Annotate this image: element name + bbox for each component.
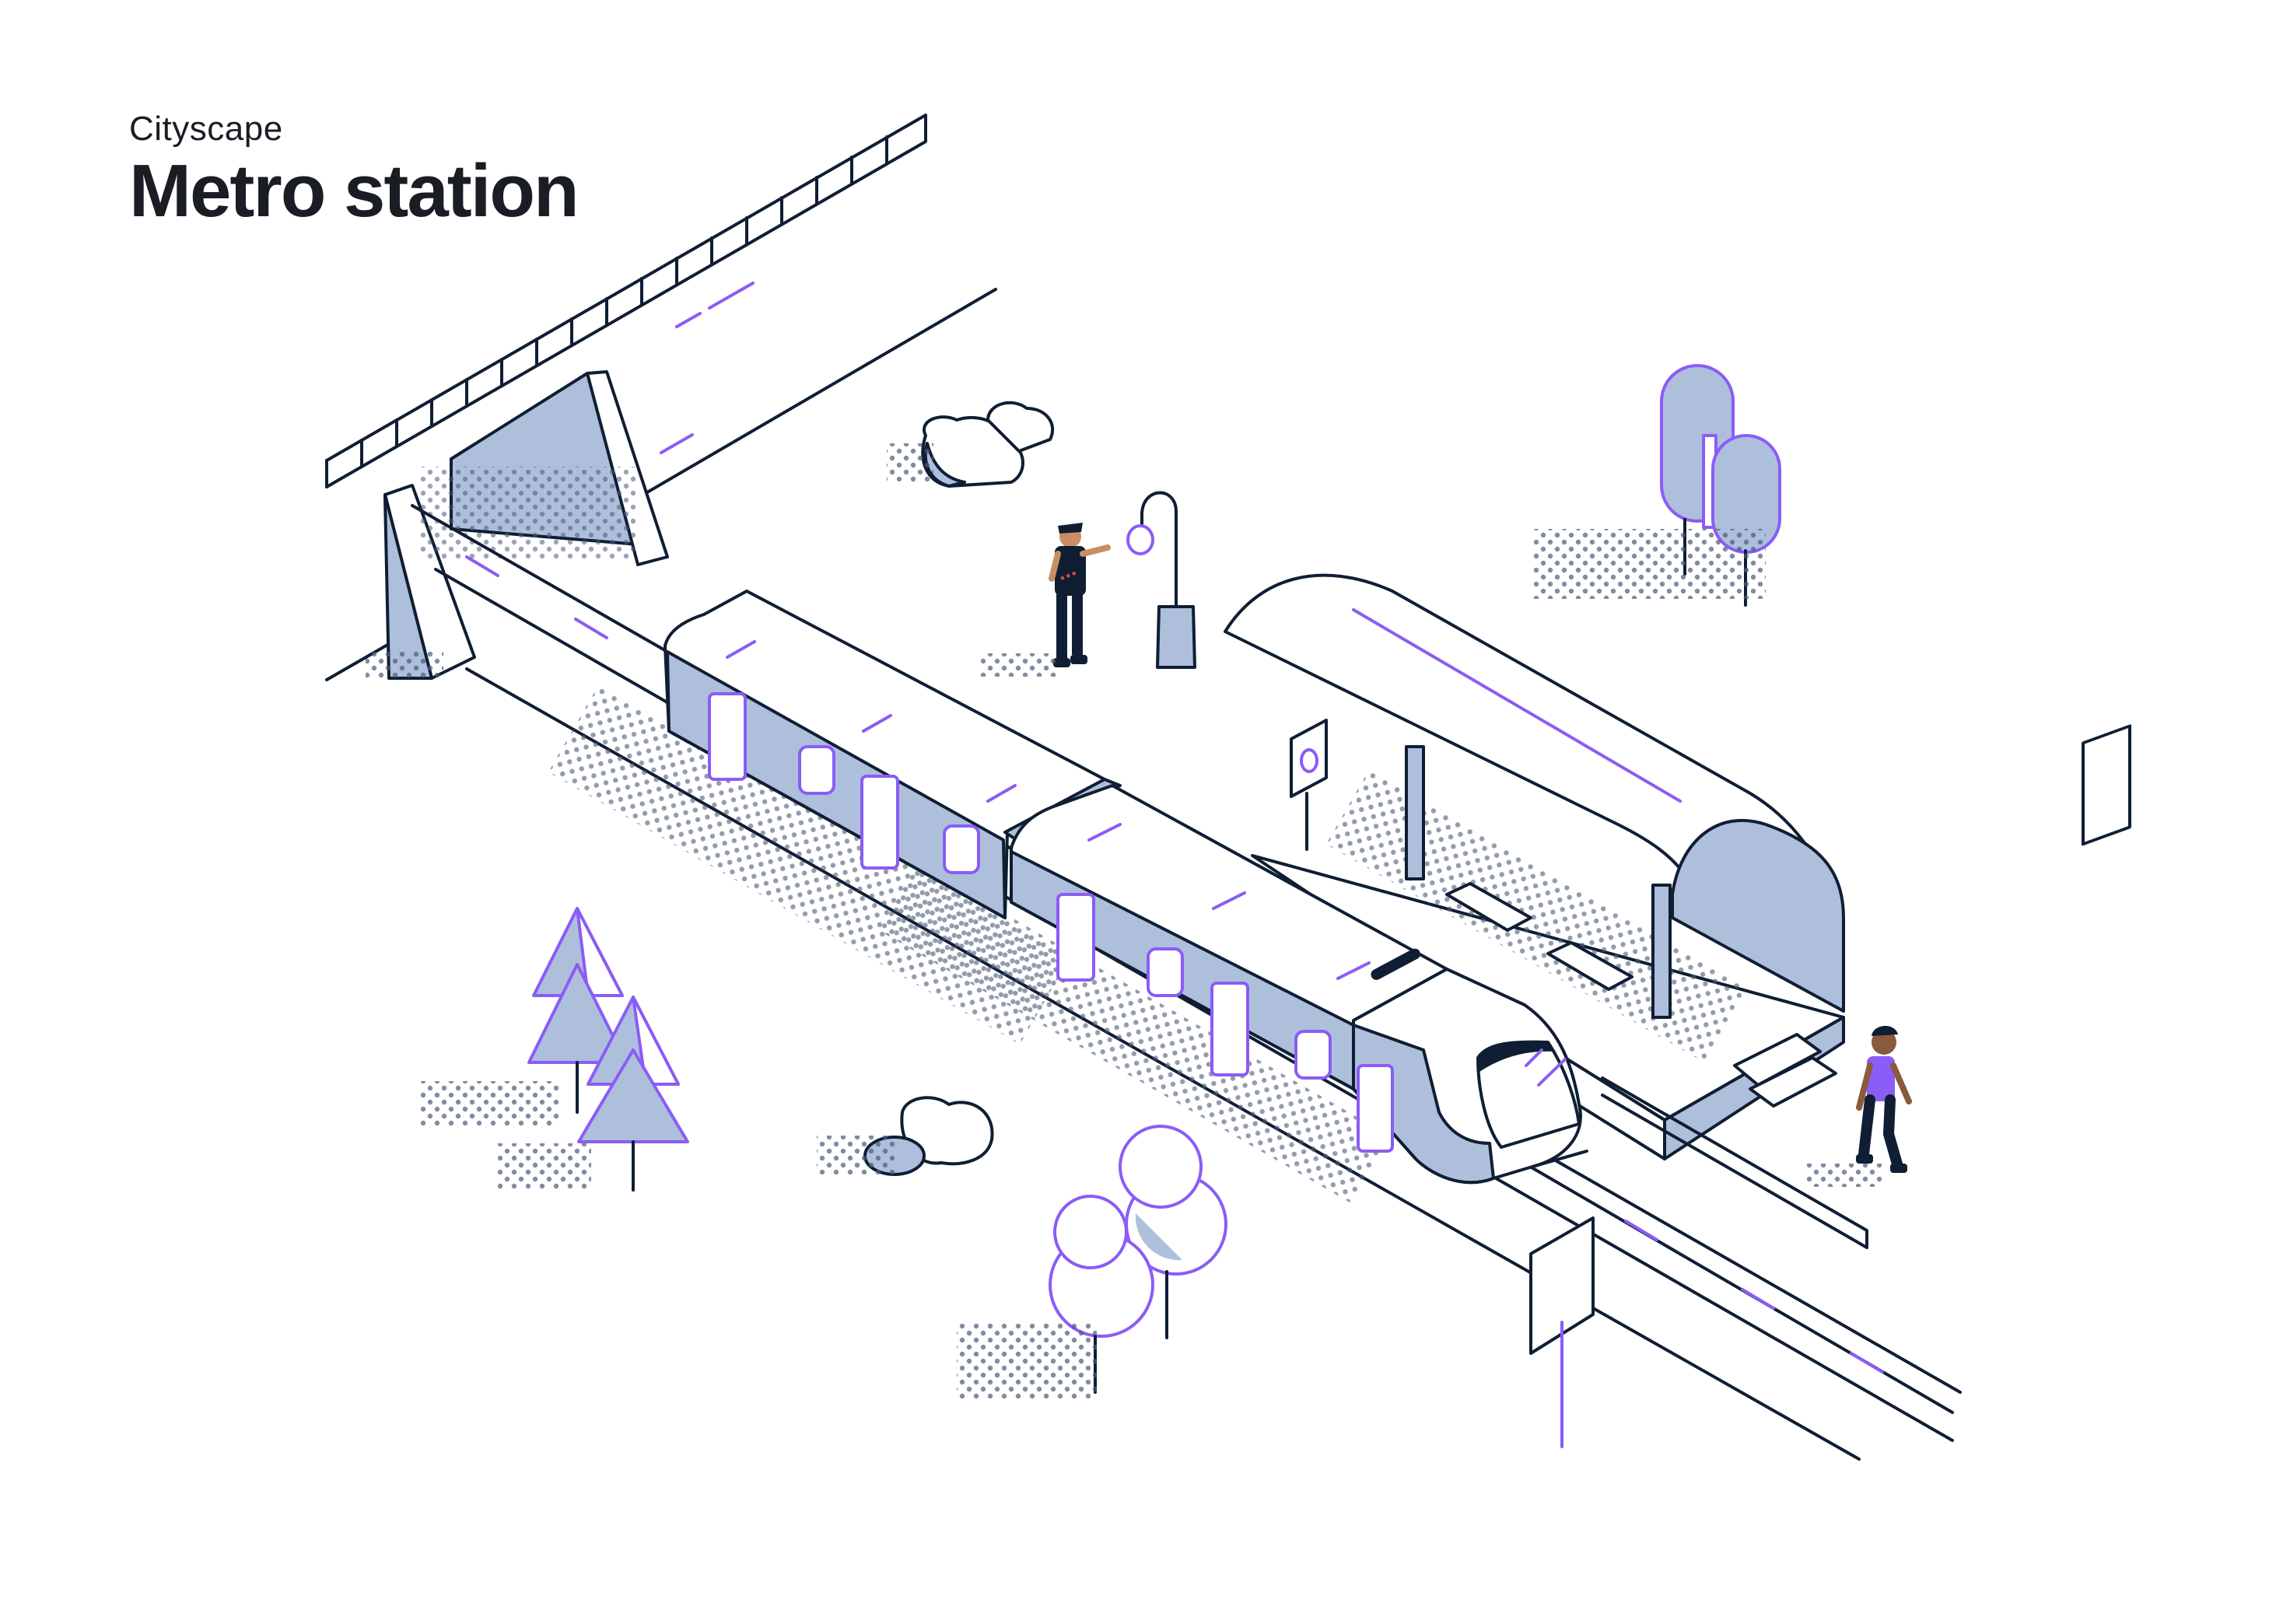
station-sign <box>1290 719 1328 851</box>
round-tree <box>957 1125 1227 1400</box>
track-sign <box>1529 1216 1595 1448</box>
tunnel-portal <box>366 370 669 680</box>
subtitle: Cityscape <box>129 110 283 148</box>
street-lamp <box>1126 491 1196 669</box>
metro-train <box>664 590 1588 1185</box>
bench <box>1445 882 1633 991</box>
page-title: Metro station <box>129 149 580 233</box>
bush <box>817 401 1055 1176</box>
platform-shelter <box>1224 573 2131 1019</box>
staff-person <box>980 523 1111 677</box>
pedestrian <box>1805 1025 1912 1187</box>
pine-tree <box>420 907 689 1192</box>
round-tree <box>1532 364 1781 607</box>
overpass-bridge <box>325 114 997 681</box>
header: Cityscape Metro station <box>129 110 580 233</box>
